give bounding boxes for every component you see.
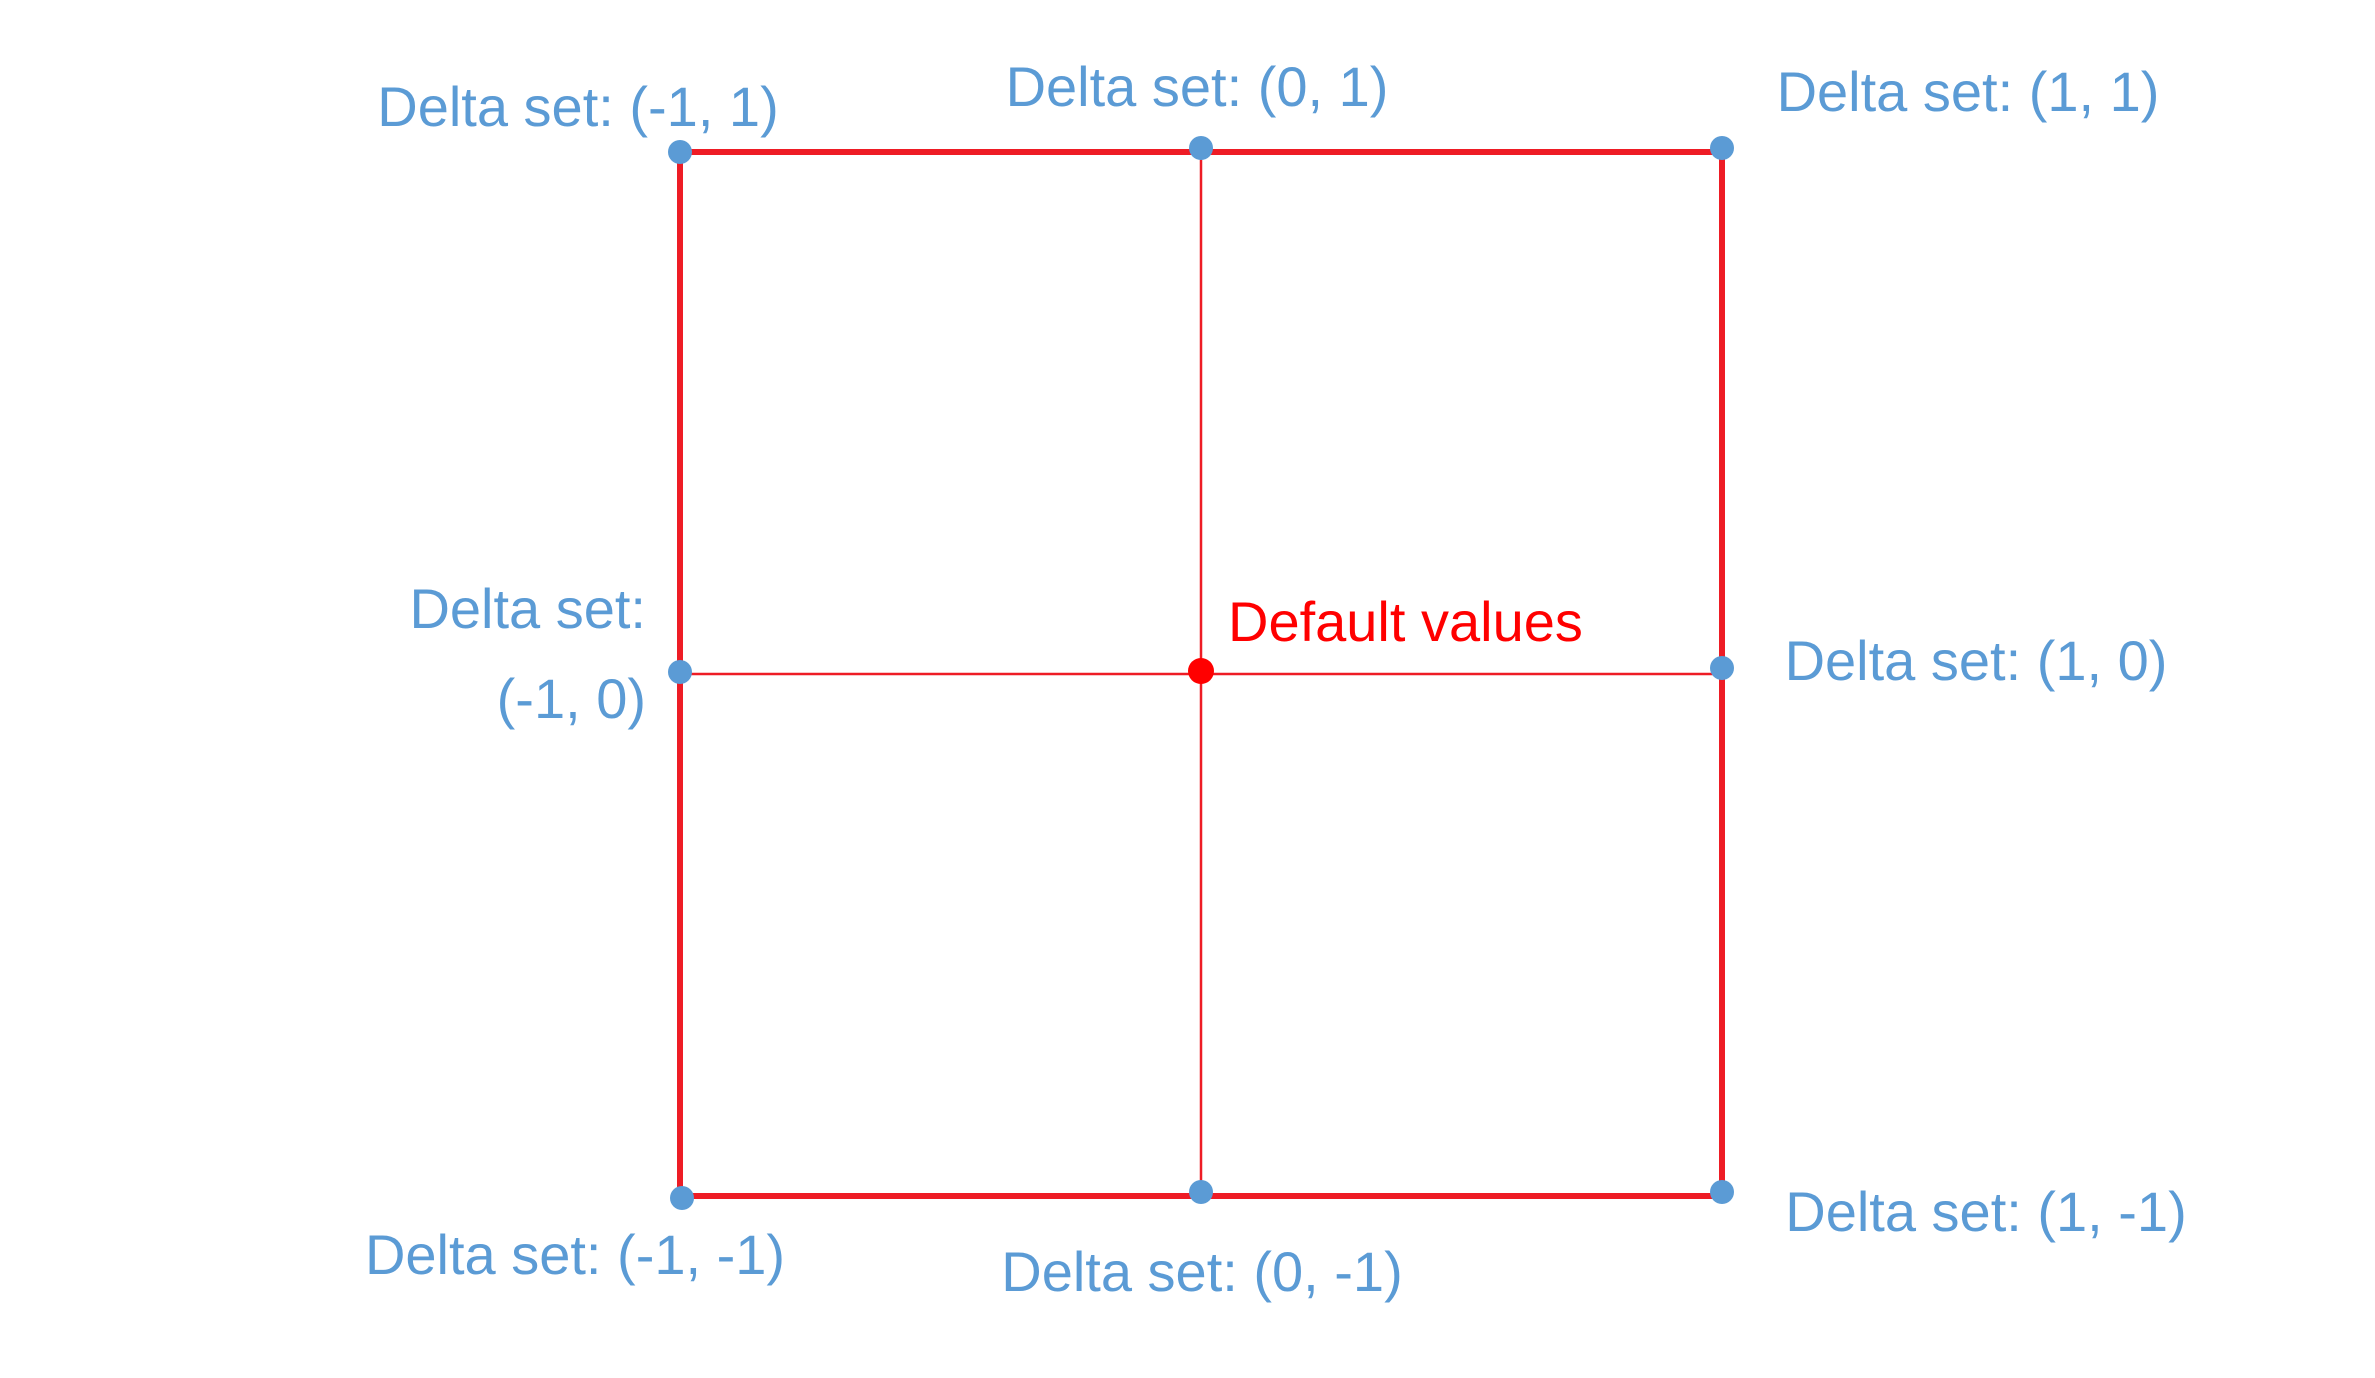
- delta-set-label-0-p1: Delta set: (0, 1): [1006, 55, 1389, 118]
- default-values-label: Default values: [1228, 590, 1583, 653]
- delta-set-point-0-p1: [1189, 136, 1213, 160]
- delta-set-point-m1-m1: [670, 1186, 694, 1210]
- delta-set-label-p1-p1: Delta set: (1, 1): [1777, 60, 2160, 123]
- delta-set-label-m1-0-line1: Delta set:: [409, 577, 646, 640]
- delta-set-label-m1-m1: Delta set: (-1, -1): [365, 1223, 785, 1286]
- delta-set-label-p1-0: Delta set: (1, 0): [1785, 629, 2168, 692]
- default-values-point: [1188, 658, 1214, 684]
- delta-set-point-m1-p1: [668, 140, 692, 164]
- delta-set-point-p1-p1: [1710, 136, 1734, 160]
- delta-set-point-0-m1: [1189, 1180, 1213, 1204]
- delta-set-point-p1-0: [1710, 656, 1734, 680]
- delta-set-label-0-m1: Delta set: (0, -1): [1001, 1240, 1402, 1303]
- delta-set-labels: Delta set: (-1, 1) Delta set: (0, 1) Del…: [365, 55, 2187, 1303]
- delta-set-label-m1-p1: Delta set: (-1, 1): [377, 75, 778, 138]
- delta-set-points: [668, 136, 1734, 1210]
- delta-set-point-m1-0: [668, 660, 692, 684]
- delta-set-point-p1-m1: [1710, 1180, 1734, 1204]
- delta-set-label-m1-0-line2: (-1, 0): [497, 667, 646, 730]
- delta-set-label-p1-m1: Delta set: (1, -1): [1785, 1180, 2186, 1243]
